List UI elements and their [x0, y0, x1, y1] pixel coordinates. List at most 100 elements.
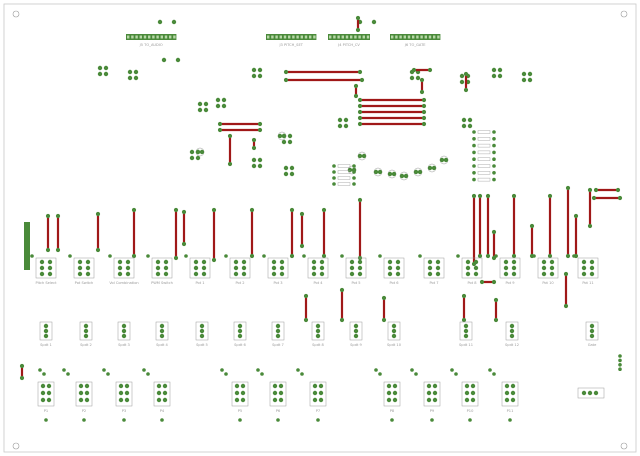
pad: [241, 259, 247, 265]
header-connector: [328, 34, 370, 40]
pad: [257, 163, 263, 169]
pad: [589, 333, 595, 339]
jack-footprint: [35, 257, 57, 279]
via: [289, 253, 295, 259]
pad: [106, 372, 110, 376]
pad: [510, 390, 516, 396]
header-pin: [169, 35, 172, 39]
pad: [463, 323, 469, 329]
via: [257, 127, 263, 133]
via: [303, 293, 309, 299]
mounting-hole: [12, 10, 20, 18]
switch-footprint: [155, 321, 169, 341]
pad: [472, 150, 476, 155]
pad: [378, 372, 382, 376]
pad: [203, 107, 209, 113]
jack-label: Pot 5: [351, 281, 360, 285]
pad: [203, 101, 209, 107]
pad: [488, 368, 492, 372]
pot-label: P1: [44, 409, 48, 413]
pot-label: P7: [316, 409, 320, 413]
pot-footprint: [383, 381, 401, 407]
via: [468, 418, 472, 422]
via: [593, 187, 599, 193]
pad: [257, 73, 263, 79]
switch-label: Spdt 12: [505, 343, 519, 347]
via: [563, 303, 569, 309]
resistor: [337, 182, 351, 186]
jack-label: Vol Combination: [109, 281, 138, 285]
pad: [85, 271, 91, 277]
pad: [234, 390, 240, 396]
header-label: J4 PITCH_CV: [337, 43, 360, 47]
via: [477, 193, 483, 199]
board-outline: [3, 3, 637, 453]
pad: [589, 271, 595, 277]
pad: [386, 383, 392, 389]
pad: [391, 323, 397, 329]
pad: [43, 323, 49, 329]
pad: [256, 368, 260, 372]
switch-label: Spdt 4: [156, 343, 168, 347]
pad: [83, 328, 89, 334]
pad: [159, 323, 165, 329]
pad: [387, 171, 393, 177]
header-pin: [395, 35, 398, 39]
via: [494, 254, 498, 258]
pad: [133, 69, 139, 75]
via: [289, 207, 295, 213]
pad: [83, 323, 89, 329]
pad: [287, 133, 293, 139]
pot-footprint: [37, 381, 55, 407]
pad: [337, 117, 343, 123]
pad: [332, 176, 336, 180]
header-pin: [292, 35, 295, 39]
jack-footprint: [307, 257, 329, 279]
header-pin: [309, 35, 312, 39]
pad: [467, 123, 473, 129]
pad: [77, 271, 83, 277]
jack-label: Pot 8: [467, 281, 477, 285]
pad: [319, 271, 325, 277]
header-connector: [126, 34, 177, 40]
pad: [121, 328, 127, 334]
pad: [403, 173, 409, 179]
switch-label: Spdt 2: [80, 343, 92, 347]
header-pin: [135, 35, 138, 39]
resistor: [337, 176, 351, 180]
header-pin: [25, 263, 29, 268]
via: [547, 193, 553, 199]
header-pin: [366, 35, 370, 39]
pad: [473, 265, 479, 271]
via: [615, 187, 621, 193]
pad: [511, 259, 517, 265]
pad: [392, 397, 398, 403]
pad: [318, 383, 324, 389]
pot-label: P5: [238, 409, 242, 413]
pad: [127, 69, 133, 75]
header-label: J3 PITCH_SET: [278, 43, 303, 47]
via: [355, 27, 361, 33]
pad: [497, 73, 503, 79]
via: [283, 69, 289, 75]
via: [463, 71, 469, 77]
pad: [391, 328, 397, 334]
via: [68, 254, 72, 258]
pad: [332, 170, 336, 174]
header-pin: [420, 35, 423, 39]
pad: [312, 383, 318, 389]
header-pin: [25, 222, 29, 226]
pad: [353, 333, 359, 339]
pad: [279, 259, 285, 265]
header-pin: [391, 35, 394, 39]
pad: [377, 169, 383, 175]
pad: [237, 333, 243, 339]
pad: [343, 117, 349, 123]
pad: [155, 271, 161, 277]
pad: [426, 390, 432, 396]
pad: [332, 182, 336, 186]
pad: [163, 259, 169, 265]
via: [262, 254, 266, 258]
header-pin: [333, 35, 336, 39]
pad: [492, 177, 496, 182]
